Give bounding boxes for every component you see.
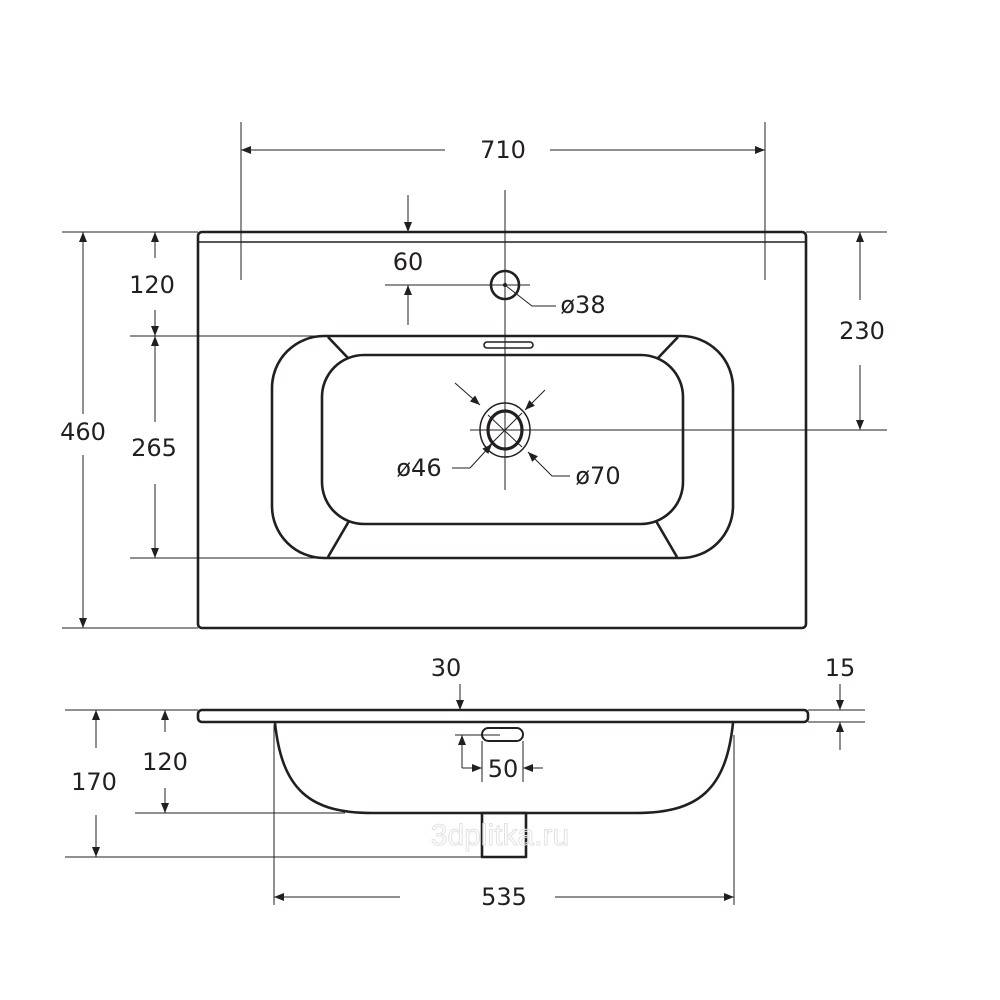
dim-535-label: 535 (481, 883, 527, 911)
dimension-drain-position: 230 (806, 231, 887, 430)
watermark: 3dplitka.ru (431, 819, 569, 852)
dim-710-label: 710 (480, 136, 526, 164)
dim-o70-label: ø70 (575, 462, 620, 490)
dim-120-top-label: 120 (129, 271, 175, 299)
dimension-drain: ø46 ø70 (396, 382, 621, 490)
basin-inner-outline (320, 353, 685, 526)
dim-50-label: 50 (488, 755, 519, 783)
dimension-overflow-width: 50 (455, 734, 543, 783)
dim-30-label: 30 (431, 654, 462, 682)
dimension-total-height: 170 (71, 710, 117, 857)
dim-120-side-label: 120 (142, 748, 188, 776)
slab-outline (196, 708, 810, 724)
dimension-bowl-height: 120 (142, 710, 188, 813)
side-view: 30 15 170 120 (65, 654, 865, 911)
center-lines (385, 190, 887, 490)
dimension-slab-thickness: 15 (808, 654, 865, 750)
dimension-overflow-offset: 30 (431, 654, 464, 710)
dim-60-label: 60 (393, 248, 424, 276)
basin-outer-outline (270, 334, 735, 560)
basin-corner-lines (326, 336, 679, 558)
dim-15-label: 15 (825, 654, 856, 682)
drain-pipe (480, 811, 528, 859)
dim-265-label: 265 (131, 434, 177, 462)
dim-o38-label: ø38 (560, 291, 605, 319)
dimension-depth: 460 (60, 232, 106, 628)
dim-170-label: 170 (71, 768, 117, 796)
dimension-edge-to-basin: 120 (129, 232, 175, 336)
dimension-bowl-width: 535 (273, 725, 735, 911)
dim-460-label: 460 (60, 418, 106, 446)
dimension-basin-depth: 265 (131, 336, 177, 558)
dimension-tap-offset: 60 (393, 195, 424, 325)
dim-230-label: 230 (839, 317, 885, 345)
dimension-tap-hole: ø38 (504, 284, 606, 319)
dimension-width: 710 (240, 122, 766, 280)
overflow-slot (483, 341, 534, 349)
dim-o46-label: ø46 (396, 454, 441, 482)
top-view: 710 60 120 265 46 (60, 122, 887, 630)
